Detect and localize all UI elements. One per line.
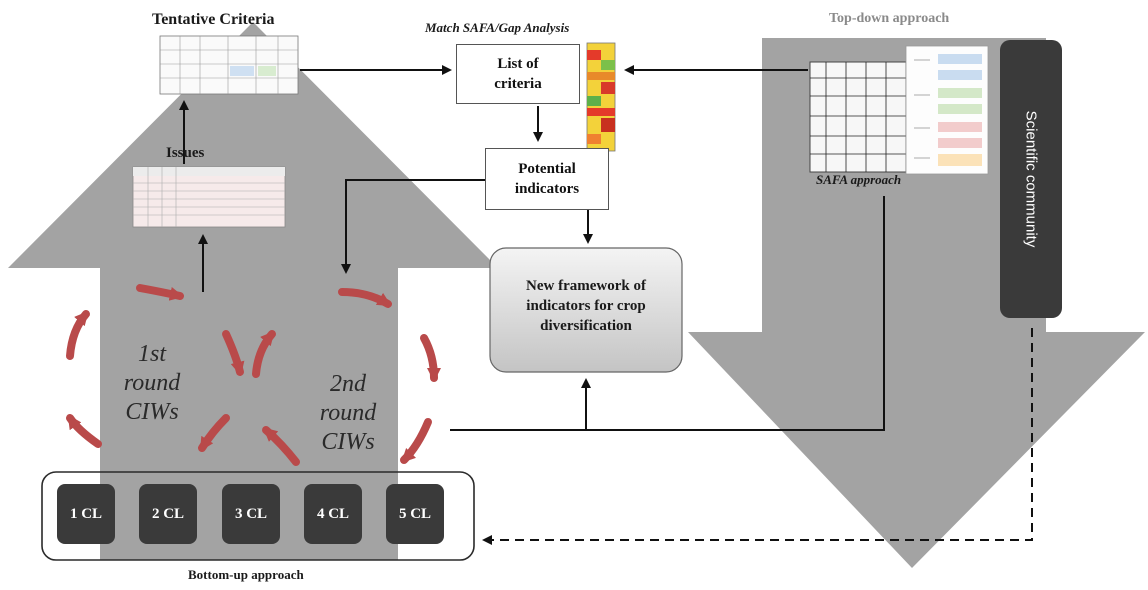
- new-framework-label: New framework of indicators for crop div…: [526, 278, 646, 334]
- match-safa-title: Match SAFA/Gap Analysis: [425, 20, 570, 35]
- tentative-criteria-title: Tentative Criteria: [152, 11, 275, 28]
- case-lab-5: 5 CL: [386, 484, 444, 544]
- red-arrow-9: [420, 334, 441, 382]
- new-framework-box: [489, 247, 683, 373]
- first-round-line-2: round: [123, 370, 181, 396]
- issues-table-icon: [132, 166, 286, 228]
- red-arrow-6: [252, 330, 276, 378]
- red-arrow-2: [66, 310, 90, 360]
- second-round-line-1: 2nd: [330, 371, 366, 397]
- tentative-criteria-table-icon: [159, 35, 299, 95]
- arrow-community-to-labs: [482, 328, 1033, 545]
- scientific-community-box: [1000, 40, 1062, 318]
- case-lab-1: 1 CL: [57, 484, 115, 544]
- bottom-up-title: Bottom-up approach: [188, 567, 304, 582]
- red-arrow-8: [338, 288, 392, 308]
- red-arrow-3: [66, 414, 102, 448]
- second-round-line-3: CIWs: [321, 429, 375, 455]
- red-arrow-5: [222, 330, 245, 376]
- red-arrow-1: [136, 284, 184, 301]
- safa-themes-icon: [905, 45, 989, 175]
- list-of-criteria-box: List of criteria: [456, 44, 580, 104]
- case-labs-container: [41, 471, 475, 561]
- top-down-title: Top-down approach: [829, 11, 950, 26]
- scientific-community-label: Scientific community: [1022, 110, 1040, 248]
- potential-indicators-box: Potential indicators: [485, 148, 609, 210]
- case-lab-4: 4 CL: [304, 484, 362, 544]
- safa-table-icon: [809, 61, 907, 173]
- arrow-potential-to-round2: [341, 179, 486, 274]
- bottom-up-big-arrow: [8, 22, 498, 560]
- flow-arrows: [179, 65, 1033, 545]
- red-arrow-10: [400, 418, 432, 464]
- gap-analysis-heatmap-icon: [586, 42, 616, 152]
- red-arrow-4: [198, 414, 230, 452]
- safa-approach-label: SAFA approach: [816, 172, 902, 187]
- second-round-line-2: round: [319, 400, 377, 426]
- first-round-line-3: CIWs: [125, 399, 179, 425]
- arrow-safa-down-line: [450, 196, 885, 431]
- first-round-ciws: 1st round CIWs: [112, 340, 192, 427]
- red-arrow-7: [262, 426, 300, 466]
- case-lab-2: 2 CL: [139, 484, 197, 544]
- case-lab-3: 3 CL: [222, 484, 280, 544]
- first-round-line-1: 1st: [137, 341, 166, 367]
- ciw-cycle-arrows: [66, 284, 441, 466]
- second-round-ciws: 2nd round CIWs: [306, 370, 390, 457]
- issues-title: Issues: [166, 145, 205, 161]
